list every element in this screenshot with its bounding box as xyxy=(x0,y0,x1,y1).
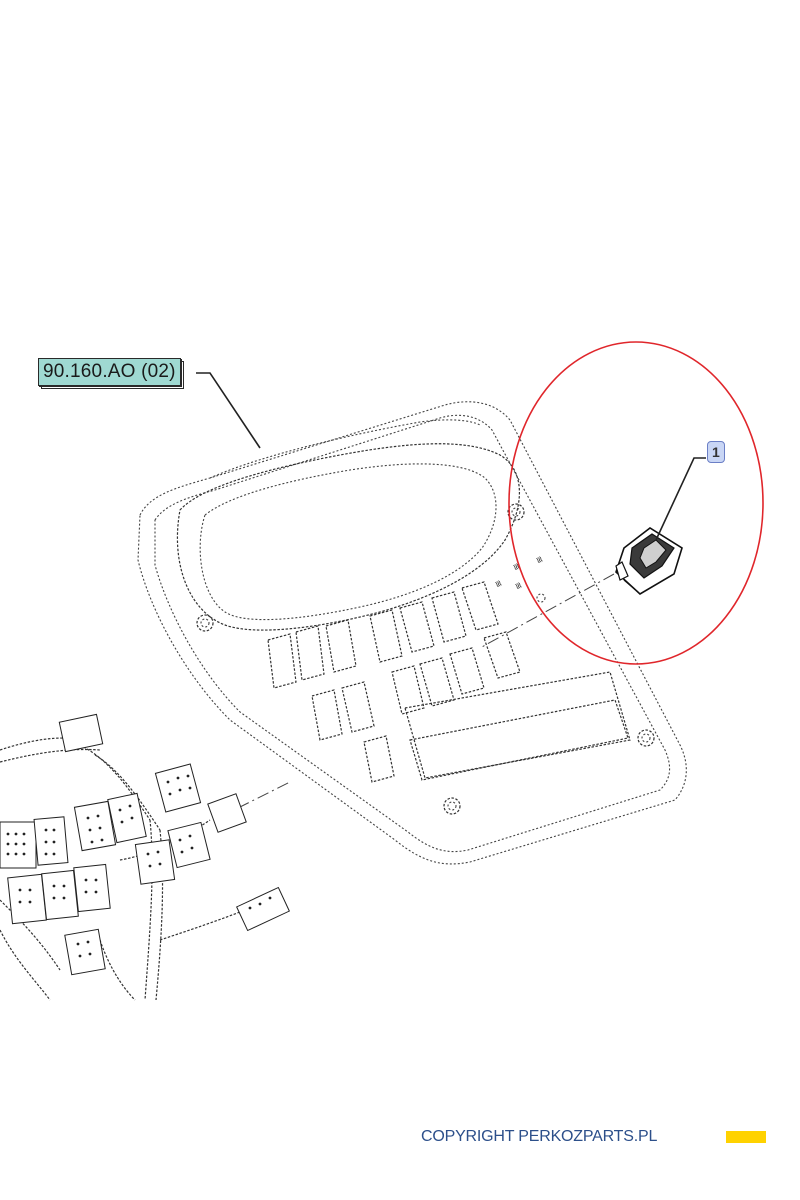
screw-bottom xyxy=(443,797,461,815)
reference-label: 90.160.AO (02) xyxy=(38,358,181,386)
panel-symbols: ≋ ≋ ≋ ≋ xyxy=(491,555,546,603)
copyright-text: COPYRIGHT PERKOZPARTS.PL xyxy=(421,1128,658,1145)
panel-outline xyxy=(137,401,687,865)
svg-text:≋: ≋ xyxy=(532,555,544,567)
svg-text:≋: ≋ xyxy=(511,581,523,593)
screw-bottom-right xyxy=(637,729,655,747)
panel-window-bottom xyxy=(409,699,629,781)
wiring-harness xyxy=(0,713,291,1001)
part-callout-number: 1 xyxy=(707,441,725,463)
assembly-centerline xyxy=(479,573,615,649)
screw-left xyxy=(196,614,214,632)
highlight-ellipse xyxy=(508,341,764,665)
rocker-switch xyxy=(615,527,683,595)
screw-top-right xyxy=(507,503,525,521)
switch-row-upper xyxy=(267,581,499,689)
callout-leader-line xyxy=(655,457,706,541)
panel-window-large xyxy=(404,671,631,779)
reference-leader-line xyxy=(196,372,261,449)
display-screen xyxy=(199,463,497,621)
panel-inner-outline xyxy=(154,414,671,853)
display-bezel xyxy=(176,443,521,631)
bezel-top-edge xyxy=(209,419,481,479)
footer-accent-bar xyxy=(726,1131,766,1143)
harness-centerline xyxy=(237,781,291,809)
svg-text:≋: ≋ xyxy=(491,579,503,591)
svg-text:≋: ≋ xyxy=(509,562,521,574)
